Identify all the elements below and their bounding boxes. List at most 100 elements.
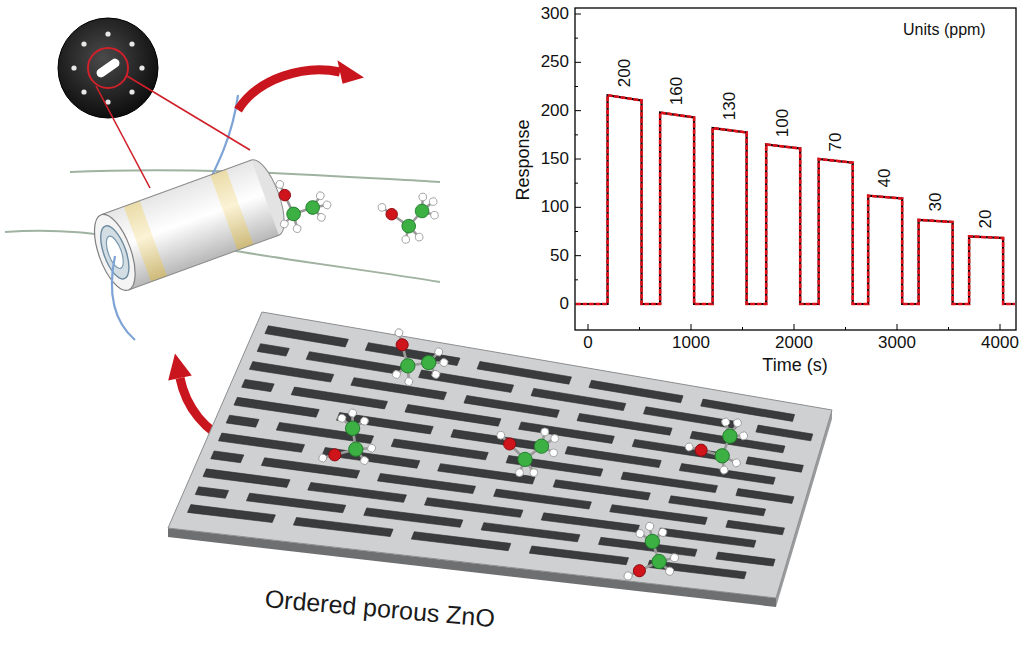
tick-label: 100 bbox=[541, 198, 569, 217]
pore-slot bbox=[411, 532, 510, 551]
atom bbox=[732, 417, 743, 428]
axis-tick bbox=[845, 327, 846, 330]
axis-tick bbox=[575, 255, 581, 256]
axis-tick bbox=[639, 327, 640, 330]
atom bbox=[394, 337, 411, 354]
socket-pin bbox=[139, 65, 144, 70]
pore-slot bbox=[425, 498, 523, 518]
axis-tick bbox=[575, 110, 581, 111]
socket-pin bbox=[129, 41, 134, 46]
sensor-chip bbox=[95, 57, 121, 79]
pore-slot bbox=[261, 458, 359, 478]
pore-slot bbox=[306, 352, 401, 375]
tick-label: 4000 bbox=[981, 334, 1019, 353]
concentration-label: 160 bbox=[668, 76, 687, 104]
atom bbox=[632, 563, 648, 579]
tick-label: 0 bbox=[583, 334, 592, 353]
atom bbox=[366, 443, 377, 454]
atom bbox=[684, 442, 695, 453]
atom bbox=[327, 447, 344, 464]
atom bbox=[712, 446, 732, 466]
atom bbox=[347, 408, 358, 419]
atom bbox=[415, 233, 424, 242]
tick-label: 50 bbox=[550, 246, 569, 265]
axis-tick bbox=[575, 207, 581, 208]
porous-sheet-surface bbox=[168, 312, 832, 598]
axis-tick bbox=[575, 279, 578, 280]
tube-edge bbox=[129, 235, 279, 290]
atom bbox=[530, 469, 538, 477]
ethanol-molecule bbox=[314, 404, 387, 482]
axis-tick bbox=[575, 159, 581, 160]
socket-pin bbox=[81, 89, 86, 94]
pore-slot bbox=[257, 344, 289, 356]
atom bbox=[635, 528, 645, 538]
pore-slot bbox=[632, 439, 727, 460]
pore-slot bbox=[553, 480, 650, 500]
atom bbox=[336, 413, 347, 424]
pore-slot bbox=[477, 361, 571, 384]
pore-slot bbox=[293, 517, 393, 536]
gold-electrode bbox=[210, 169, 253, 250]
atom bbox=[720, 426, 740, 446]
tick-label: 200 bbox=[541, 101, 569, 120]
ethanol-molecule bbox=[377, 191, 443, 247]
axis-tick bbox=[794, 324, 795, 330]
concentration-label: 30 bbox=[926, 193, 945, 212]
atom bbox=[398, 356, 418, 376]
pore-slot bbox=[577, 413, 672, 435]
concentration-label: 200 bbox=[615, 59, 634, 87]
lead-wire bbox=[230, 250, 440, 282]
atom bbox=[504, 438, 516, 450]
atom bbox=[343, 419, 363, 439]
pore-slot bbox=[438, 464, 535, 484]
atom bbox=[433, 346, 444, 357]
ethanol-molecule bbox=[620, 519, 687, 594]
pore-slot bbox=[669, 496, 766, 516]
axis-tick bbox=[948, 327, 949, 330]
arrow-head bbox=[168, 354, 192, 381]
pore-slot bbox=[291, 387, 387, 409]
pore-slot bbox=[451, 430, 547, 451]
pore-slot bbox=[481, 523, 580, 542]
concentration-label: 40 bbox=[876, 169, 895, 188]
atom bbox=[429, 197, 438, 206]
pore-slot bbox=[531, 388, 626, 410]
atom bbox=[623, 571, 633, 581]
axis-tick bbox=[897, 324, 898, 330]
response-curve bbox=[576, 95, 1015, 304]
atom bbox=[322, 200, 332, 210]
atom bbox=[277, 188, 292, 203]
atom bbox=[275, 179, 285, 189]
pore-slot bbox=[726, 520, 785, 534]
zoom-line bbox=[127, 76, 250, 150]
atom bbox=[439, 357, 450, 368]
node-outline bbox=[160, 300, 850, 640]
axis-tick bbox=[575, 38, 578, 39]
concentration-label: 130 bbox=[720, 92, 739, 120]
pore-slot bbox=[195, 487, 228, 498]
flow-arrow bbox=[238, 70, 340, 110]
pore-slot bbox=[716, 552, 775, 566]
socket-pin bbox=[81, 41, 86, 46]
pore-slot bbox=[621, 472, 717, 492]
tick-label: 150 bbox=[541, 150, 569, 169]
pore-slot bbox=[756, 425, 813, 441]
pore-slot bbox=[265, 326, 348, 347]
pore-slot bbox=[405, 405, 501, 427]
pore-slot bbox=[644, 407, 738, 429]
socket-pin bbox=[129, 89, 134, 94]
sensor-socket bbox=[58, 18, 158, 118]
concentration-label: 70 bbox=[826, 132, 845, 151]
pore-slot bbox=[610, 505, 708, 525]
atom bbox=[738, 430, 749, 441]
pore-slot bbox=[679, 464, 775, 485]
porous-zno-sheet: Ordered porous ZnO bbox=[160, 300, 850, 640]
pore-slot bbox=[736, 489, 794, 504]
tube-inner bbox=[95, 222, 135, 282]
concentration-label: 100 bbox=[774, 108, 793, 136]
atom bbox=[518, 452, 532, 466]
atom bbox=[650, 552, 668, 570]
axis-tick bbox=[742, 327, 743, 330]
